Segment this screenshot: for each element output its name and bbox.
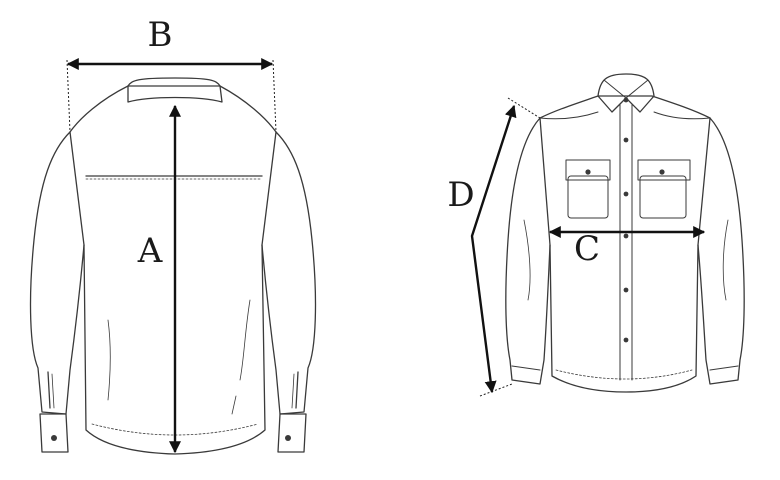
front-left-pocket — [567, 175, 609, 219]
length-label: A — [137, 231, 163, 271]
shirt-back-view — [29, 77, 317, 455]
shirt-front-view — [505, 73, 745, 393]
sleeve-length-arrow — [470, 104, 517, 394]
front-right-sleeve — [697, 117, 745, 385]
sleeve-guides — [479, 97, 541, 397]
back-right-cuff — [277, 413, 307, 453]
front-collar — [597, 73, 655, 113]
shoulder-guides — [66, 59, 277, 133]
back-left-cuff — [39, 413, 69, 453]
back-collar — [127, 77, 223, 103]
front-body-outline — [539, 95, 711, 393]
chest-width-label: C — [574, 229, 600, 269]
front-buttons — [585, 97, 665, 343]
back-right-sleeve — [261, 131, 317, 415]
front-right-pocket — [639, 175, 687, 219]
front-left-pocket-flap — [565, 159, 611, 181]
sleeve-length-label: D — [447, 175, 474, 215]
front-placket — [619, 103, 633, 381]
back-left-sleeve — [29, 131, 85, 415]
front-right-cuff — [709, 365, 739, 371]
front-right-pocket-flap — [637, 159, 691, 181]
shoulder-width-label: B — [148, 15, 173, 55]
back-body-outline — [69, 85, 277, 455]
front-left-cuff — [511, 365, 541, 371]
